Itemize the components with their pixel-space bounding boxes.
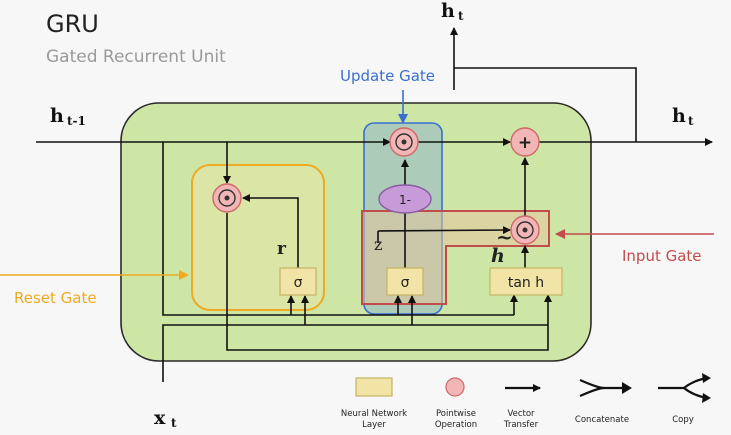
legend-concatenate: Concatenate — [575, 378, 632, 425]
svg-text:Operation: Operation — [435, 420, 477, 430]
svg-text:Neural Network: Neural Network — [341, 409, 407, 419]
svg-text:+: + — [518, 133, 532, 153]
svg-text:tan h: tan h — [508, 275, 544, 291]
svg-text:h: h — [672, 105, 686, 127]
legend-copy: Copy — [658, 373, 711, 425]
svg-text:t: t — [171, 416, 177, 430]
h-top-copy-line — [454, 67, 637, 142]
svg-text:Pointwise: Pointwise — [436, 409, 476, 419]
svg-text:t: t — [458, 9, 464, 23]
z-label: z — [374, 235, 382, 254]
h-top-label: h t — [441, 0, 464, 23]
h-prev-label: h t-1 — [50, 105, 86, 128]
plus-op: + — [510, 127, 540, 157]
subtitle: Gated Recurrent Unit — [46, 47, 226, 67]
r-label: r — [277, 239, 287, 259]
reset-gate-label: Reset Gate — [14, 289, 97, 307]
svg-text:x: x — [154, 407, 166, 429]
input-mult-op — [510, 215, 540, 245]
x-input-line — [162, 324, 548, 382]
reset-mult-op — [212, 183, 242, 213]
svg-text:Vector: Vector — [507, 409, 535, 419]
svg-text:1-: 1- — [399, 193, 411, 207]
input-gate-label: Input Gate — [622, 247, 702, 265]
legend-vector-transfer: Vector Transfer — [503, 384, 541, 430]
sigma-r-layer: σ — [279, 267, 317, 296]
svg-text:t: t — [688, 114, 694, 128]
one-minus-op: 1- — [378, 184, 432, 214]
svg-text:Concatenate: Concatenate — [575, 415, 629, 425]
sigma-z-layer: σ — [386, 267, 424, 296]
x-input-label: x t — [154, 407, 177, 430]
svg-text:σ: σ — [401, 275, 410, 291]
legend-pointwise: Pointwise Operation — [435, 377, 477, 430]
h-prev-bottom-line — [162, 142, 514, 316]
update-mult-op — [389, 127, 419, 157]
title: GRU — [46, 10, 99, 38]
h-tilde-label: h — [491, 245, 505, 267]
svg-text:Copy: Copy — [672, 415, 694, 425]
tanh-layer: tan h — [489, 267, 563, 296]
svg-text:h: h — [441, 0, 455, 22]
legend-nn-layer: Neural Network Layer — [341, 377, 407, 430]
svg-text:h: h — [50, 105, 64, 127]
sigma-r-to-mult — [242, 194, 299, 268]
z-to-input-mult — [377, 226, 511, 235]
update-gate-label: Update Gate — [340, 67, 435, 85]
reset-to-tanh-line — [226, 294, 552, 351]
svg-text:t-1: t-1 — [67, 114, 86, 128]
legend: Neural Network Layer Pointwise Operation… — [341, 373, 711, 430]
svg-text:σ: σ — [294, 275, 303, 291]
h-out-label: h t — [672, 105, 694, 128]
svg-text:Layer: Layer — [362, 420, 386, 430]
h-tilde-tilde: ~ — [496, 225, 513, 249]
svg-text:Transfer: Transfer — [503, 420, 539, 430]
